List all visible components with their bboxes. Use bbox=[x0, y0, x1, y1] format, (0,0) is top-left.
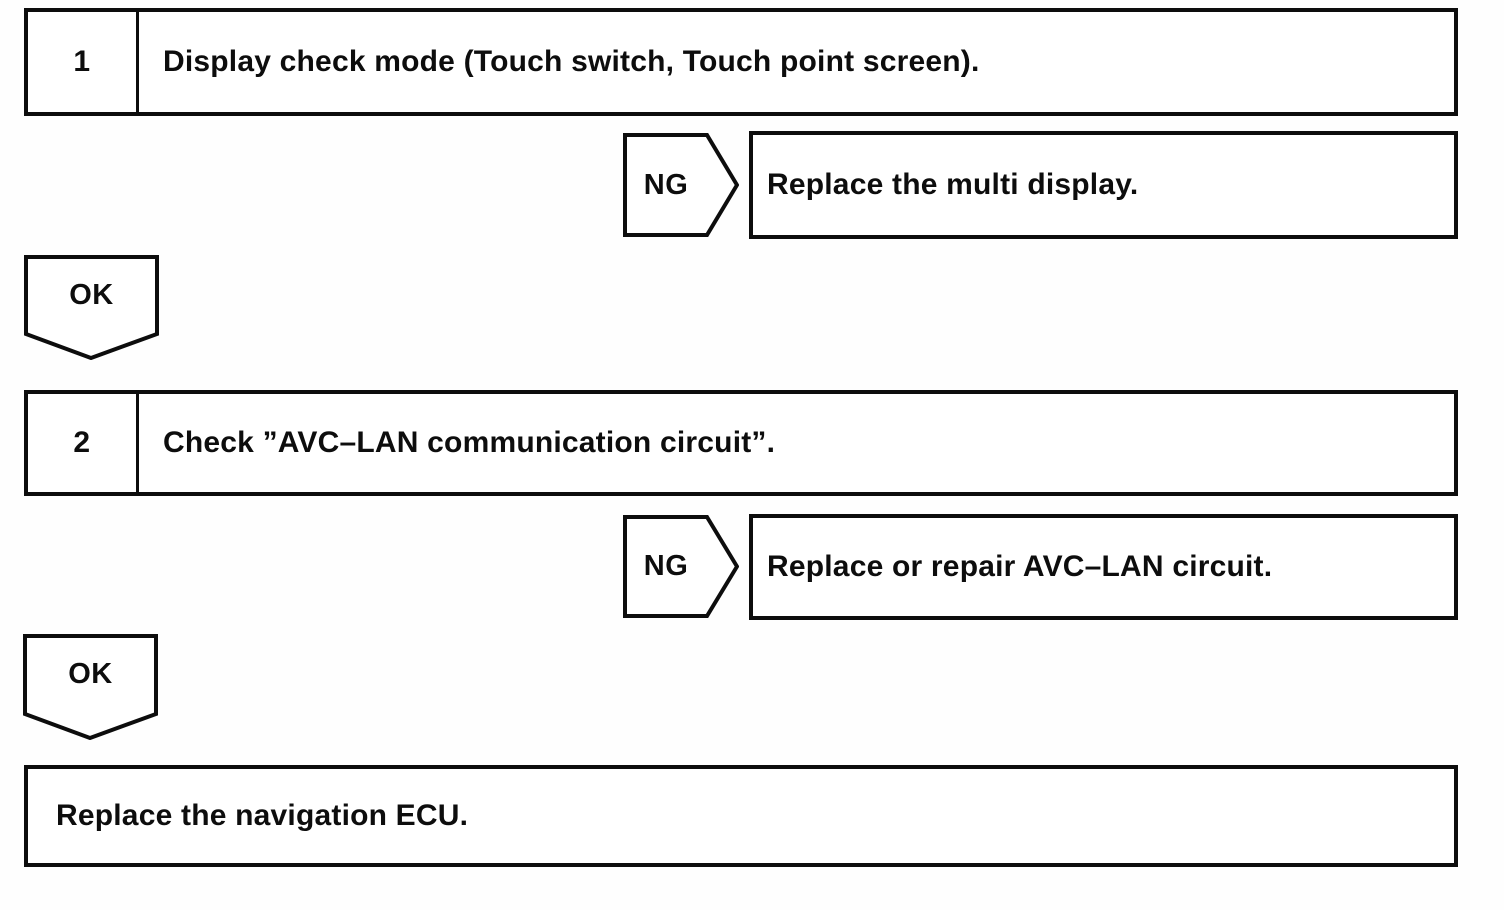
ok-connector-1-label: OK bbox=[69, 278, 114, 311]
ng-action-1-text: Replace the multi display. bbox=[767, 168, 1139, 201]
step-2-instruction: Check ”AVC–LAN communication circuit”. bbox=[163, 426, 776, 459]
final-action-box: Replace the navigation ECU. bbox=[24, 765, 1458, 867]
ng-connector-1-label: NG bbox=[643, 168, 689, 201]
ng-action-2-text: Replace or repair AVC–LAN circuit. bbox=[767, 550, 1273, 583]
ok-pentagon-icon bbox=[24, 255, 159, 360]
ng-connector-2-label: NG bbox=[643, 550, 689, 582]
ng-action-1-box: Replace the multi display. bbox=[749, 131, 1458, 239]
ok-connector-2: OK bbox=[23, 634, 158, 740]
step-1-box: 1 Display check mode (Touch switch, Touc… bbox=[24, 8, 1458, 116]
step-2-box: 2 Check ”AVC–LAN communication circuit”. bbox=[24, 390, 1458, 496]
ng-pentagon-icon bbox=[623, 515, 739, 618]
step-1-instruction: Display check mode (Touch switch, Touch … bbox=[163, 45, 980, 78]
ok-connector-1: OK bbox=[24, 255, 159, 360]
ok-pentagon-icon bbox=[23, 634, 158, 740]
ng-connector-1: NG bbox=[623, 133, 739, 237]
ng-connector-2: NG bbox=[623, 515, 739, 618]
ng-action-2-box: Replace or repair AVC–LAN circuit. bbox=[749, 514, 1458, 620]
step-1-number: 1 bbox=[28, 12, 139, 112]
ok-connector-2-label: OK bbox=[68, 657, 113, 690]
step-2-number: 2 bbox=[28, 394, 139, 492]
ng-pentagon-icon bbox=[623, 133, 739, 237]
final-action-text: Replace the navigation ECU. bbox=[56, 799, 469, 832]
